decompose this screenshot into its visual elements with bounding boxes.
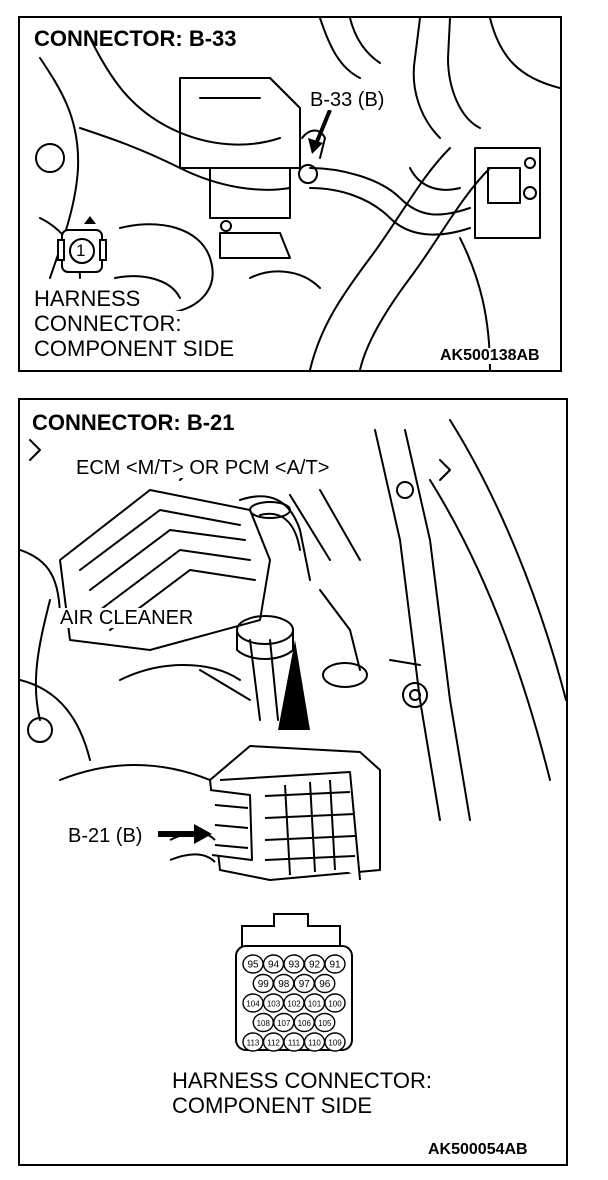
pin-label-111: 111 — [288, 1039, 301, 1048]
engine-bay-illustration-b33 — [35, 18, 560, 370]
pin-100 — [324, 993, 346, 1013]
pin-label-104: 104 — [246, 1000, 260, 1009]
harness-connector-label-line1: HARNESS — [34, 286, 141, 311]
pin-label-113: 113 — [247, 1039, 260, 1048]
arrow-head-b33 — [308, 138, 323, 154]
pin-label-99: 99 — [258, 979, 270, 990]
arrow-shaft-b33 — [314, 109, 332, 145]
pin-label-112: 112 — [267, 1039, 280, 1048]
ecm-pcm-label: ECM <M/T> OR PCM <A/T> — [74, 457, 332, 479]
pin-label-108: 108 — [257, 1019, 271, 1028]
air-cleaner-label: AIR CLEANER — [58, 607, 196, 629]
harness-connector-label-line2: COMPONENT SIDE — [172, 1093, 373, 1118]
pin-number-label: 1 — [76, 241, 86, 260]
figure-code: AK500054AB — [428, 1141, 528, 1158]
pin-105 — [314, 1012, 336, 1033]
pin-label-102: 102 — [287, 1000, 301, 1009]
pin-label-103: 103 — [267, 1000, 281, 1009]
pin-label-106: 106 — [298, 1019, 312, 1028]
pin-grid: 95 94 93 92 91 99 98 97 96 104 103 102 101 100 108 107 1… — [242, 954, 346, 1052]
pin-label-93: 93 — [288, 960, 300, 971]
connector-callout-label: B-21 (B) — [68, 825, 143, 847]
pointer-to-ecm — [278, 640, 310, 730]
harness-connector-label-line3: COMPONENT SIDE — [34, 336, 235, 361]
figure-code: AK500138AB — [440, 347, 540, 364]
pin-label-100: 100 — [328, 1000, 342, 1009]
pin-96 — [314, 973, 336, 994]
pin-label-95: 95 — [247, 960, 259, 971]
engine-bay-illustration-b21: 95 94 93 92 91 99 98 97 96 104 103 102 101 100 108 107 1… — [20, 419, 566, 1052]
pin-label-94: 94 — [268, 960, 280, 971]
harness-connector-b33-drawing — [57, 216, 107, 273]
pin-label-98: 98 — [278, 979, 290, 990]
pin-label-110: 110 — [308, 1039, 321, 1048]
pin-label-109: 109 — [328, 1039, 342, 1048]
pin-label-96: 96 — [319, 979, 331, 990]
pin-label-97: 97 — [299, 979, 311, 990]
connector-title: CONNECTOR: B-33 — [34, 26, 237, 51]
pin-109 — [324, 1032, 346, 1052]
connector-b21-panel: 95 94 93 92 91 99 98 97 96 104 103 102 101 100 108 107 1… — [18, 398, 568, 1166]
harness-connector-label-line1: HARNESS CONNECTOR: — [172, 1068, 432, 1093]
pin-label-107: 107 — [277, 1019, 291, 1028]
ecm-pcm-unit — [169, 745, 381, 881]
connector-callout-label: B-33 (B) — [308, 89, 387, 111]
arrow-head-b21 — [194, 824, 212, 844]
harness-connector-label-line2: CONNECTOR: — [34, 311, 182, 336]
pin-label-105: 105 — [318, 1019, 332, 1028]
pin-label-101: 101 — [308, 1000, 322, 1009]
connector-b33-panel: CONNECTOR: B-33 B-33 (B) 1 HARNESS CONNE… — [18, 16, 562, 372]
pin-label-92: 92 — [309, 960, 321, 971]
pin-label-91: 91 — [329, 960, 341, 971]
connector-title: CONNECTOR: B-21 — [32, 410, 235, 435]
pin-91 — [324, 954, 346, 974]
